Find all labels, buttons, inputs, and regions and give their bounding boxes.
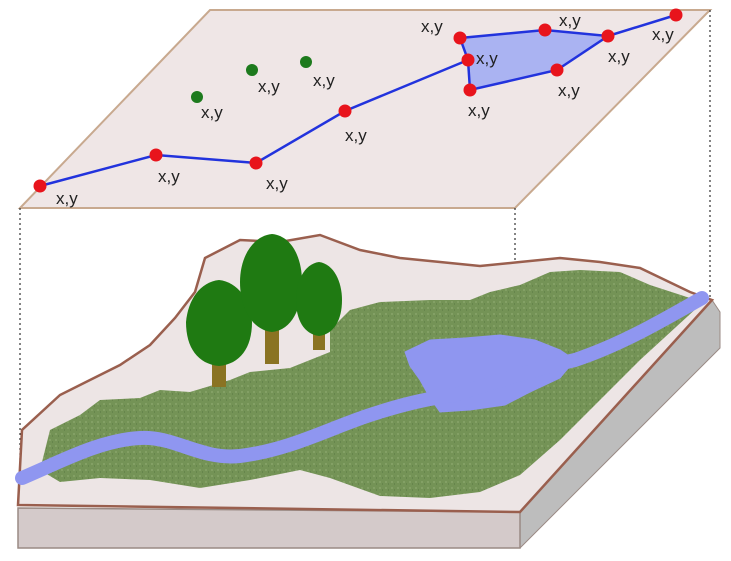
coord-label: x,y [468,101,490,120]
river [15,291,709,485]
coord-label: x,y [559,11,581,30]
coord-label: x,y [313,71,335,90]
coord-label: x,y [258,77,280,96]
tree-trunk [265,328,279,364]
vertex-point [550,63,564,77]
point-feature [246,64,258,76]
coord-label: x,y [421,17,443,36]
tree-right [296,262,342,350]
coord-label: x,y [558,81,580,100]
coord-label: x,y [201,103,223,122]
vertex-point [33,179,47,193]
point-feature [191,91,203,103]
vertex-point [538,23,552,37]
point-feature [300,56,312,68]
terrain-block [15,233,721,549]
tree-foliage [240,234,302,332]
grassland-area [40,270,700,498]
vertex-point [463,83,477,97]
coord-label: x,y [56,189,78,208]
coord-label: x,y [158,167,180,186]
coord-label: x,y [266,174,288,193]
block-side-front [17,507,521,549]
coord-label: x,y [608,47,630,66]
vertex-point [249,156,263,170]
point-features [191,56,312,103]
vertex-point [149,148,163,162]
coord-label: x,y [476,49,498,68]
coordinate-labels: x,y x,y x,y x,y x,y x,y x,y x,y x,y x,y … [56,11,674,208]
tree-middle [240,234,302,364]
vertices [33,8,683,193]
polyline-extension [607,13,677,38]
vertex-point [453,31,467,45]
vertex-point [601,29,615,43]
vertex-point [669,8,683,22]
coord-label: x,y [345,126,367,145]
tree-left [186,280,252,387]
tree-foliage [296,262,342,336]
tree-foliage [186,280,252,366]
vertex-point [461,53,475,67]
vertex-point [338,104,352,118]
coord-label: x,y [652,25,674,44]
